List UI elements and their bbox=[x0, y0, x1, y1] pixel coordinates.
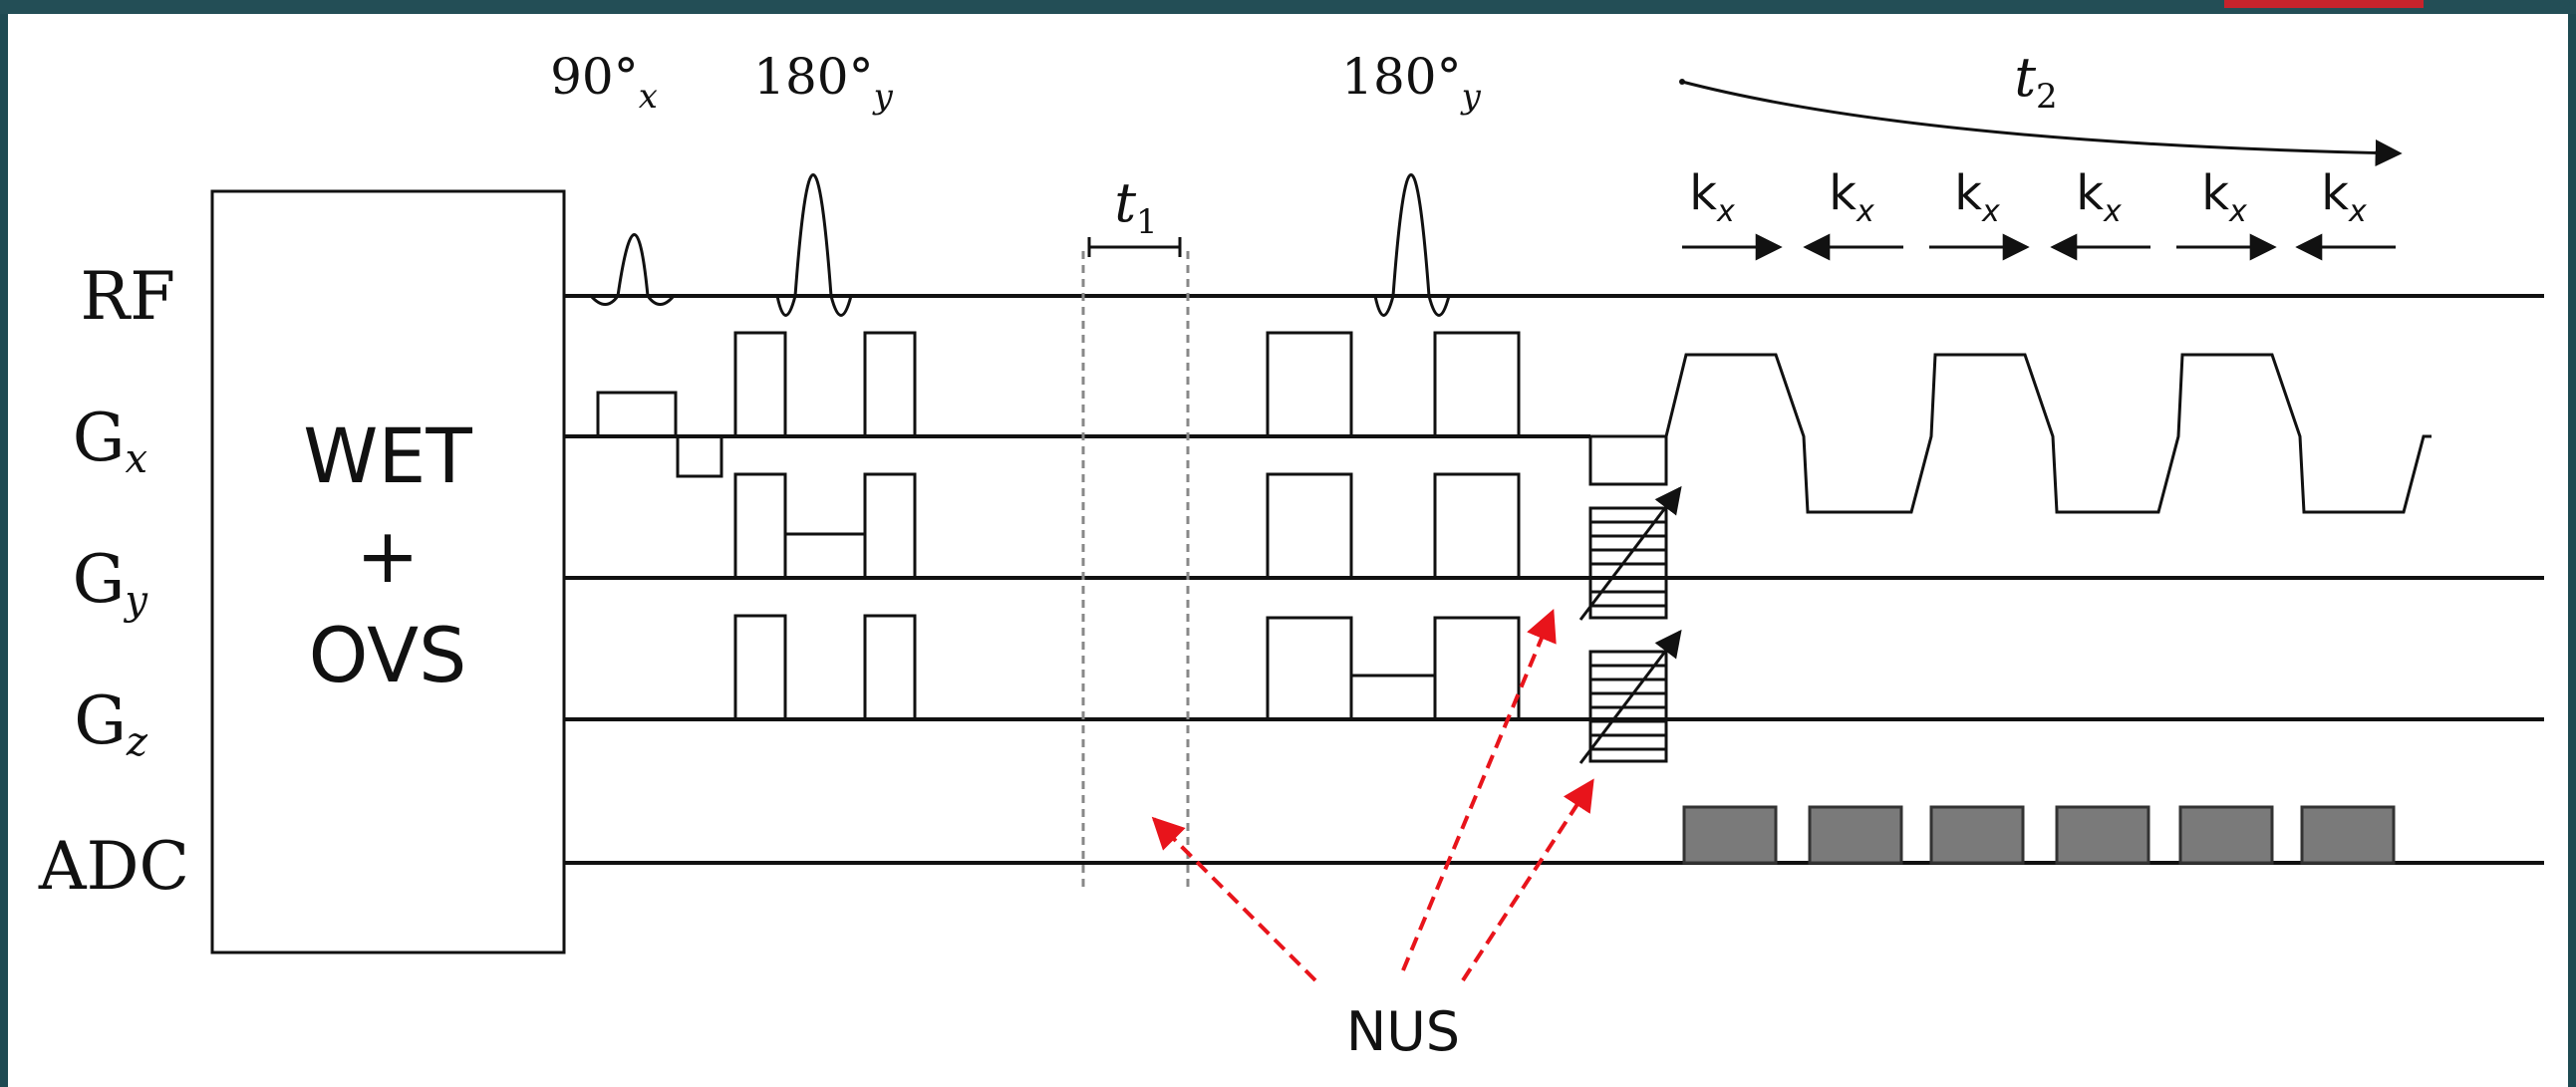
title-bar-strip bbox=[0, 0, 2576, 14]
prep-line-3: OVS bbox=[309, 611, 467, 699]
gy-crusher-2b bbox=[1433, 472, 1521, 580]
kx-segment-5: kx bbox=[2176, 165, 2277, 261]
accent-tab bbox=[2224, 0, 2424, 8]
gz-row-label: Gz bbox=[74, 682, 148, 765]
gy-slice-lobe bbox=[783, 532, 867, 580]
nus-arrows bbox=[1151, 609, 1594, 982]
adc-window-6 bbox=[2300, 805, 2396, 865]
kx-label-3: kx bbox=[1954, 165, 2000, 229]
gx-crusher-2b bbox=[1433, 331, 1521, 438]
gy-crusher-1b bbox=[863, 472, 917, 580]
rf-pulses bbox=[589, 173, 1451, 317]
kx-segment-6: kx bbox=[2295, 165, 2396, 261]
nus-arrow-gy bbox=[1401, 609, 1557, 971]
pulse-label-180y-b: 180°y bbox=[1341, 48, 1481, 117]
nus-arrow-t1 bbox=[1151, 816, 1317, 982]
nus-label: NUS bbox=[1346, 1000, 1460, 1063]
adc-row-label: ADC bbox=[38, 828, 189, 905]
kx-segment-4: kx bbox=[2050, 165, 2150, 261]
adc-window-3 bbox=[1929, 805, 2025, 865]
gy-crusher-2a bbox=[1266, 472, 1353, 580]
wet-ovs-block: WET + OVS bbox=[210, 189, 566, 954]
rf-pulse-180-a bbox=[775, 173, 853, 317]
kx-label-4: kx bbox=[2076, 165, 2122, 229]
kx-label-6: kx bbox=[2321, 165, 2367, 229]
gz-crusher-1b bbox=[863, 614, 917, 721]
kx-directions: kx kx kx kx kx bbox=[1682, 165, 2396, 261]
kx-segment-1: kx bbox=[1682, 165, 1783, 261]
gx-crusher-1a bbox=[733, 331, 787, 438]
rf-row-label: RF bbox=[81, 258, 176, 335]
adc-window-5 bbox=[2178, 805, 2274, 865]
gx-lobe-excite bbox=[596, 391, 678, 438]
gy-row-label: Gy bbox=[73, 541, 149, 624]
gradient-lobes bbox=[596, 331, 1668, 721]
kx-segment-3: kx bbox=[1929, 165, 2030, 261]
prep-line-2: + bbox=[356, 511, 420, 600]
gx-row-label: Gx bbox=[73, 400, 147, 482]
t1-interval: t1 bbox=[1081, 171, 1190, 891]
pulse-label-180y-a: 180°y bbox=[753, 48, 893, 117]
gx-prephaser bbox=[1588, 434, 1668, 486]
diagram-canvas: WET + OVS RF Gx Gy Gz ADC bbox=[8, 14, 2568, 1087]
rf-pulse-180-b bbox=[1373, 173, 1451, 317]
gx-readout-waveform bbox=[1664, 353, 2432, 514]
gx-lobe-refocus bbox=[676, 434, 723, 478]
rf-pulse-90 bbox=[589, 233, 676, 306]
t1-label: t1 bbox=[1114, 171, 1157, 242]
gx-crusher-2a bbox=[1266, 331, 1353, 438]
adc-window-2 bbox=[1808, 805, 1903, 865]
kx-label-5: kx bbox=[2201, 165, 2247, 229]
pulse-sequence-diagram: WET + OVS RF Gx Gy Gz ADC bbox=[38, 46, 2544, 1063]
gx-crusher-1b bbox=[863, 331, 917, 438]
kx-segment-2: kx bbox=[1803, 165, 1903, 261]
adc-window-4 bbox=[2055, 805, 2150, 865]
kx-label-1: kx bbox=[1689, 165, 1735, 229]
nus-arrow-gz bbox=[1461, 778, 1594, 982]
kx-label-2: kx bbox=[1829, 165, 1874, 229]
adc-window-1 bbox=[1682, 805, 1778, 865]
prep-line-1: WET bbox=[303, 411, 472, 500]
t2-arrow: t2 bbox=[1679, 46, 2403, 166]
gz-crusher-1a bbox=[733, 614, 787, 721]
phase-encode-gy bbox=[1578, 485, 1682, 621]
pulse-label-90x: 90°x bbox=[550, 48, 658, 117]
adc-windows bbox=[1682, 805, 2396, 865]
phase-encode-gz bbox=[1578, 629, 1682, 764]
t2-label: t2 bbox=[2014, 46, 2057, 117]
gz-crusher-2a bbox=[1266, 616, 1353, 721]
gy-crusher-1a bbox=[733, 472, 787, 580]
gz-crusher-2b bbox=[1433, 616, 1521, 721]
gz-slice-lobe bbox=[1349, 674, 1437, 721]
